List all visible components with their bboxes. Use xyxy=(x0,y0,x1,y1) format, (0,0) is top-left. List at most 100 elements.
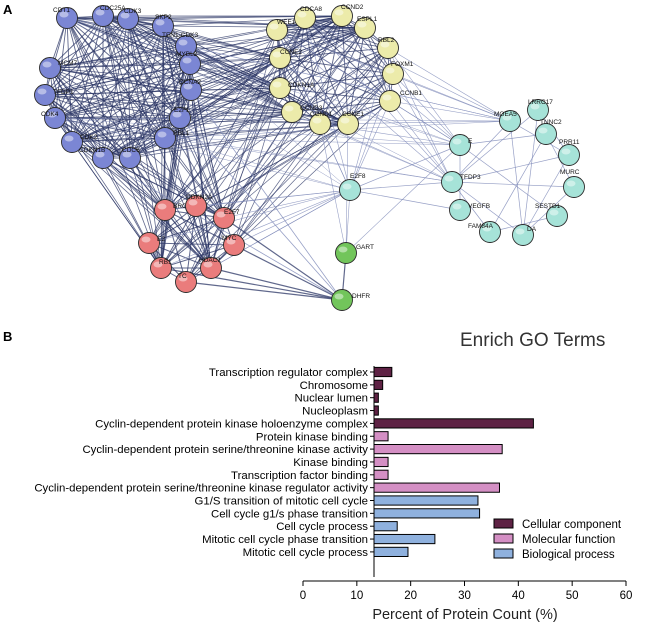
node-e[interactable]: E xyxy=(449,134,474,156)
node-vegfb[interactable]: VEGFB xyxy=(449,199,491,221)
node-cdca8[interactable]: CDCA8 xyxy=(294,6,323,29)
node-myc[interactable]: MYC xyxy=(222,234,245,256)
edge-rbl2-e2f8 xyxy=(349,47,389,191)
category-label: Chromosome xyxy=(300,380,368,392)
node-foxm1[interactable]: FOXM1 xyxy=(382,61,414,85)
node-e2f8[interactable]: E2F8 xyxy=(339,173,366,201)
node-cdkn1b[interactable]: CDKN1B xyxy=(79,147,114,169)
node-tfdp3[interactable]: TFDP3 xyxy=(441,171,481,193)
node-ccnd3[interactable]: CCND3 xyxy=(281,101,323,123)
bar-nuclear-lumen xyxy=(373,392,379,403)
x-tick-label: 40 xyxy=(512,590,525,602)
node-skp2[interactable]: SKP2 xyxy=(152,14,174,37)
node-da[interactable]: DA xyxy=(512,224,537,246)
node-e2[interactable]: E2 xyxy=(138,232,166,254)
node-tc[interactable]: TC xyxy=(175,271,197,293)
bar-g1-s-transition-of-mitotic-cell-cycle xyxy=(373,495,479,506)
node-sestd1[interactable]: SESTD1 xyxy=(535,203,568,227)
node-cdk4[interactable]: CDK4 xyxy=(41,107,66,129)
node-highlight xyxy=(561,148,571,155)
node-label: CDKN1A xyxy=(288,82,315,89)
node-highlight xyxy=(538,127,548,134)
node-cdkn1a[interactable]: CDKN1A xyxy=(269,77,316,99)
node-lrrc17[interactable]: LRRC17 xyxy=(527,99,554,121)
node-highlight xyxy=(178,275,188,282)
node-e2f7[interactable]: E2F7 xyxy=(213,207,240,229)
node-label: E2 xyxy=(157,236,165,243)
node-circle xyxy=(213,207,235,229)
node-label: CDKN1B xyxy=(79,147,105,154)
node-hdac1[interactable]: HDAC1 xyxy=(199,257,222,279)
node-circle xyxy=(154,127,176,149)
edge-rbl2-cdkn1a xyxy=(279,47,389,89)
edge-e2f8-e xyxy=(349,144,461,191)
node-circle xyxy=(377,37,399,59)
node-circle xyxy=(39,57,61,79)
edge-ten1-cdk3-mgea5 xyxy=(185,45,511,122)
node-dhfr[interactable]: DHFR xyxy=(331,289,371,311)
node-mybl2[interactable]: MYBL2 xyxy=(176,51,201,75)
node-highlight xyxy=(340,117,350,124)
node-circle xyxy=(269,47,291,69)
legend-label: Biological process xyxy=(522,549,615,561)
node-espl1[interactable]: ESPL1 xyxy=(354,16,378,39)
edge-cdk3-brca1 xyxy=(127,18,166,211)
edge-cdc6-ccnd3 xyxy=(129,111,293,159)
category-label: Cyclin-dependent protein kinase holoenzy… xyxy=(95,418,368,430)
edge-dhfr-tc xyxy=(185,281,343,301)
node-ccne2[interactable]: CCNE2 xyxy=(269,47,303,69)
node-e2f1[interactable]: E2F1 xyxy=(169,107,191,129)
node-label: E2F7 xyxy=(224,209,240,216)
node-highlight xyxy=(312,117,322,124)
legend-item-biological-process: Biological process xyxy=(493,548,615,561)
node-label: CDT1 xyxy=(53,7,70,14)
node-wee1[interactable]: WEE1 xyxy=(266,19,296,41)
node-ccnb1[interactable]: CCNB1 xyxy=(379,90,423,112)
node-label: LRRC17 xyxy=(528,99,553,106)
node-ten1-cdk3[interactable]: TEN1-CDK3 xyxy=(162,32,199,57)
category-labels: Transcription regulator complexChromosom… xyxy=(34,367,368,559)
node-circle xyxy=(152,15,174,37)
node-highlight xyxy=(530,103,540,110)
node-ccne1[interactable]: CCNE1 xyxy=(337,111,365,135)
node-highlight xyxy=(216,211,226,218)
node-highlight xyxy=(47,111,57,118)
node-cdt1[interactable]: CDT1 xyxy=(53,7,78,29)
node-circle xyxy=(150,257,172,279)
node-prr11[interactable]: PRR11 xyxy=(558,139,580,166)
node-murc[interactable]: MURC xyxy=(560,169,585,198)
node-mcm7[interactable]: MCM7 xyxy=(39,57,78,79)
node-rb1[interactable]: RB1 xyxy=(150,257,173,279)
node-cdk2[interactable]: CDK2 xyxy=(61,131,98,153)
node-cdc25a[interactable]: CDC25A xyxy=(92,5,127,27)
node-cdc6[interactable]: CDC6 xyxy=(119,147,141,169)
node-brca1[interactable]: BRCA1 xyxy=(154,199,196,221)
edge-cdc25a-brca1 xyxy=(102,15,166,211)
node-cdk3[interactable]: CDK3 xyxy=(117,8,142,30)
node-label: E2F8 xyxy=(350,173,366,180)
node-ccna2[interactable]: CCNA2 xyxy=(179,79,202,101)
node-rbl2[interactable]: RBL2 xyxy=(377,37,399,59)
node-cdkn2a[interactable]: CDKN2A xyxy=(185,194,214,217)
node-highlight xyxy=(157,203,167,210)
node-highlight xyxy=(155,19,165,26)
node-circle xyxy=(331,5,353,27)
x-tick-label: 20 xyxy=(404,590,417,602)
node-ccnd1[interactable]: CCND1 xyxy=(309,111,333,135)
node-ccnd2[interactable]: CCND2 xyxy=(331,4,364,27)
node-gart[interactable]: GART xyxy=(335,242,374,264)
node-highlight xyxy=(452,138,462,145)
node-label: RBL1 xyxy=(173,130,190,137)
category-label: Transcription factor binding xyxy=(231,470,368,482)
node-mgea5[interactable]: MGEA5 xyxy=(494,110,521,132)
node-fam84a[interactable]: FAM84A xyxy=(468,221,501,243)
category-label: Cyclin-dependent protein serine/threonin… xyxy=(82,444,368,456)
edge-rbl2-ccnd3 xyxy=(291,47,389,113)
node-tnnc2[interactable]: TNNC2 xyxy=(535,119,563,145)
node-label: CCND1 xyxy=(310,111,333,118)
legend-swatch xyxy=(493,533,514,544)
node-tfdp1[interactable]: TFDP1 xyxy=(34,84,74,106)
node-rbl1[interactable]: RBL1 xyxy=(154,127,190,149)
